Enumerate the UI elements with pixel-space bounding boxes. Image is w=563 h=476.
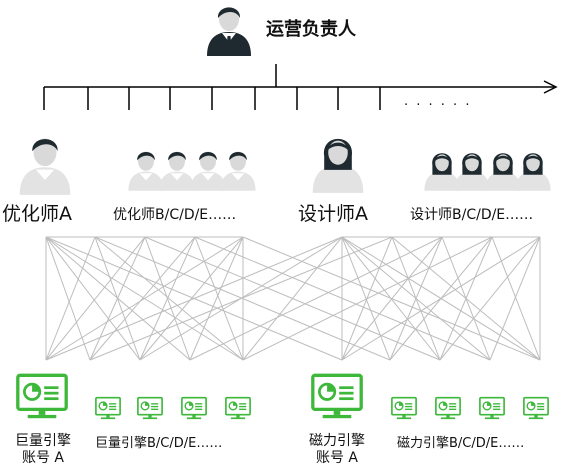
cili-account-a-label: 磁力引擎 账号 A bbox=[305, 433, 369, 467]
juliang-account-a-label-line1: 巨量引擎 bbox=[15, 433, 71, 449]
designer-a-label: 设计师A bbox=[298, 203, 368, 225]
manager-avatar-icon bbox=[207, 7, 251, 56]
designer-d-avatar-icon bbox=[485, 153, 521, 191]
optimizer-d-avatar-icon bbox=[190, 151, 226, 191]
connection-lines bbox=[45, 236, 541, 361]
optimizer-b-avatar-icon bbox=[128, 151, 164, 191]
optimizer-a-avatar-icon bbox=[19, 138, 71, 195]
optimizer-a-label: 优化师A bbox=[2, 203, 72, 225]
optimizer-others-label: 优化师B/C/D/E…… bbox=[113, 207, 237, 223]
timeline-axis bbox=[43, 64, 558, 110]
designer-e-avatar-icon bbox=[515, 153, 551, 191]
manager-title: 运营负责人 bbox=[266, 19, 356, 40]
cili-account-c-monitor-icon bbox=[435, 396, 461, 420]
cili-account-a-monitor-icon bbox=[311, 373, 363, 420]
designer-others-label: 设计师B/C/D/E…… bbox=[410, 207, 534, 223]
juliang-account-a-label-line2: 账号 A bbox=[21, 450, 65, 466]
juliang-account-e-monitor-icon bbox=[225, 396, 251, 420]
juliang-account-c-monitor-icon bbox=[137, 396, 163, 420]
designer-c-avatar-icon bbox=[454, 153, 490, 191]
cili-account-a-label-line2: 账号 A bbox=[315, 450, 359, 466]
designer-a-avatar-icon bbox=[312, 138, 364, 193]
cili-account-e-monitor-icon bbox=[523, 396, 549, 420]
optimizer-c-avatar-icon bbox=[159, 151, 195, 191]
cili-account-b-monitor-icon bbox=[391, 396, 417, 420]
cili-account-d-monitor-icon bbox=[479, 396, 505, 420]
juliang-account-a-monitor-icon bbox=[16, 373, 68, 420]
juliang-account-d-monitor-icon bbox=[181, 396, 207, 420]
juliang-account-b-monitor-icon bbox=[95, 396, 121, 420]
timeline-ellipsis: . . . . . . bbox=[404, 94, 472, 109]
cili-others-label: 磁力引擎B/C/D/E…… bbox=[397, 436, 525, 451]
optimizer-e-avatar-icon bbox=[220, 151, 256, 191]
juliang-others-label: 巨量引擎B/C/D/E…… bbox=[95, 436, 223, 451]
cili-account-a-label-line1: 磁力引擎 bbox=[309, 433, 365, 449]
juliang-account-a-label: 巨量引擎 账号 A bbox=[11, 433, 75, 467]
designer-b-avatar-icon bbox=[424, 153, 460, 191]
